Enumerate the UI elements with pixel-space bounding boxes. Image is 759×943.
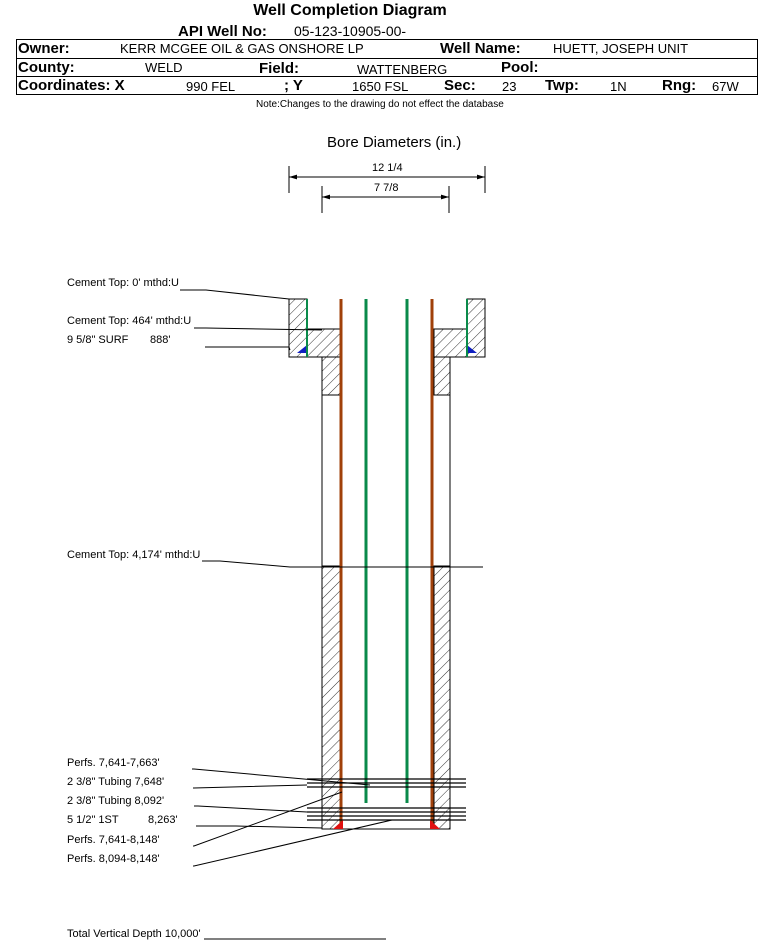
header-border-4 <box>16 94 758 95</box>
tubing-1-label: 2 3/8" Tubing 7,648' <box>67 776 165 788</box>
prod-casing-label: 5 1/2" 1ST <box>67 814 119 826</box>
perfs-2-label: Perfs. 7,641-8,148' <box>67 834 160 846</box>
rng-value: 67W <box>712 79 739 94</box>
header-border-1 <box>16 39 758 40</box>
field-label: Field: <box>259 60 299 77</box>
owner-label: Owner: <box>18 40 70 57</box>
coord-x-value: 990 FEL <box>186 79 236 94</box>
well-name-label: Well Name: <box>440 40 521 57</box>
field-value: WATTENBERG <box>357 62 448 77</box>
rng-label: Rng: <box>662 77 697 94</box>
cement-top-0-label: Cement Top: 0' mthd:U <box>67 277 179 289</box>
prod-depth-label: 8,263' <box>148 814 178 826</box>
county-label: County: <box>18 59 75 76</box>
perfs-1-label: Perfs. 7,641-7,663' <box>67 757 160 769</box>
surf-depth-label: 888' <box>150 334 171 346</box>
bore-outer-label: 12 1/4 <box>372 162 403 174</box>
prod-shoe-right <box>430 820 440 829</box>
cement-top-464-label: Cement Top: 464' mthd:U <box>67 315 192 327</box>
coord-y-value: 1650 FSL <box>352 79 409 94</box>
twp-value: 1N <box>610 79 627 94</box>
header-left-border <box>16 39 17 95</box>
pool-label: Pool: <box>501 59 539 76</box>
coord-y-label: ; Y <box>284 77 303 94</box>
bore-dimensions <box>288 166 486 213</box>
page-title: Well Completion Diagram <box>253 2 447 19</box>
lower-cement <box>321 565 451 830</box>
well-name-value: HUETT, JOSEPH UNIT <box>553 41 689 56</box>
api-label: API Well No: <box>178 23 267 40</box>
sec-label: Sec: <box>444 77 476 94</box>
header-right-border <box>757 39 758 95</box>
county-value: WELD <box>145 60 183 75</box>
tvd-label: Total Vertical Depth 10,000' <box>67 928 201 940</box>
bore-inner-label: 7 7/8 <box>374 182 399 194</box>
sec-value: 23 <box>502 79 517 94</box>
prod-shoe-left <box>333 820 343 829</box>
surf-casing-label: 9 5/8" SURF <box>67 334 129 346</box>
owner-value: KERR MCGEE OIL & GAS ONSHORE LP <box>120 41 364 56</box>
coord-x-label: Coordinates: X <box>18 77 125 94</box>
perf-bands <box>307 778 466 821</box>
twp-label: Twp: <box>545 77 579 94</box>
tubing-2-label: 2 3/8" Tubing 8,092' <box>67 795 165 807</box>
surf-shoe-left <box>297 345 307 353</box>
header-border-2 <box>16 58 758 59</box>
api-value: 05-123-10905-00- <box>294 23 407 39</box>
header-border-3 <box>16 76 758 77</box>
perfs-3-label: Perfs. 8,094-8,148' <box>67 853 160 865</box>
cement-top-4174-label: Cement Top: 4,174' mthd:U <box>67 549 201 561</box>
surface-cement <box>288 298 486 396</box>
leader-lines <box>180 289 483 940</box>
surf-shoe-right <box>467 345 477 353</box>
bore-diameters-title: Bore Diameters (in.) <box>327 134 462 151</box>
database-note: Note:Changes to the drawing do not effec… <box>256 99 504 110</box>
